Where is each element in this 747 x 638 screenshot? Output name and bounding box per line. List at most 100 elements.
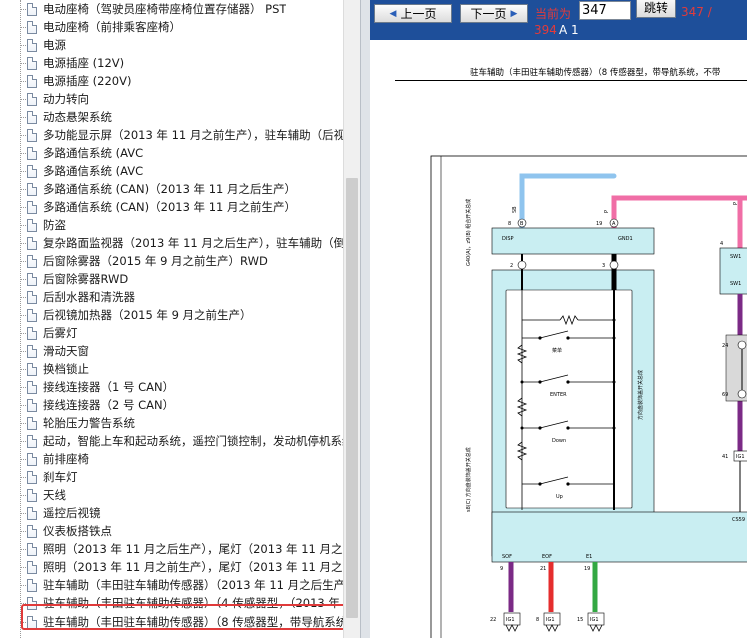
connector-pin-8: 8 — [536, 617, 539, 623]
tree-item-label: 电源插座 (220V) — [43, 74, 132, 88]
page-number-input[interactable] — [579, 1, 631, 20]
tree-connector — [20, 98, 26, 100]
next-page-label: 下一页 — [470, 7, 507, 21]
tree-item[interactable]: 复杂路面监视器（2013 年 11 月之后生产），驻车辅助（倒车 — [20, 234, 343, 252]
document-icon — [27, 362, 37, 376]
tree-item[interactable]: 多路通信系统 (CAN)（2013 年 11 月之后生产） — [20, 180, 343, 198]
tree-item-label: 多路通信系统 (AVC — [43, 146, 144, 160]
tree-connector — [20, 206, 26, 208]
document-icon — [27, 200, 37, 214]
tree-item[interactable]: 换档锁止 — [20, 360, 343, 378]
current-page-label: 当前为 — [535, 7, 572, 21]
tree-connector — [20, 278, 26, 280]
right-pin-24: 24 — [722, 343, 728, 349]
tree-item[interactable]: 驻车辅助（丰田驻车辅助传感器）（4 传感器型，（2013 年 11 — [20, 594, 343, 612]
tree-item[interactable]: 后窗除雾器（2015 年 9 月之前生产）RWD — [20, 252, 343, 270]
page-toolbar: ◀ 上一页 下一页 ▶ 当前为 跳转 347 / 394 A 1 — [370, 0, 747, 40]
document-icon — [27, 326, 37, 340]
tree-item[interactable]: 电源插座 (12V) — [20, 54, 343, 72]
tree-item-label: 后视镜加热器（2015 年 9 月之前生产） — [43, 308, 252, 322]
tree-item[interactable]: 起动，智能上车和起动系统，遥控门锁控制，发动机停机系统，多 — [20, 432, 343, 450]
document-icon — [27, 506, 37, 520]
pin-19-number: 19 — [596, 221, 602, 227]
tree-item[interactable]: 驻车辅助（丰田驻车辅助传感器）（8 传感器型，带导航系统， — [20, 613, 343, 631]
document-icon — [27, 272, 37, 286]
scrollbar-thumb[interactable] — [346, 178, 358, 618]
tree-item[interactable]: 天线 — [20, 486, 343, 504]
tree-item[interactable]: 多路通信系统 (AVC — [20, 162, 343, 180]
document-icon — [27, 38, 37, 52]
right-label-sw1a: SW1 — [730, 254, 741, 260]
switch-label-menu: 菜单 — [552, 347, 562, 354]
tree-item[interactable]: 多路通信系统 (CAN)（2013 年 11 月之前生产） — [20, 198, 343, 216]
document-icon — [27, 398, 37, 412]
connector-label-1: IG1 — [506, 617, 515, 623]
tree-item-label: 接线连接器（2 号 CAN） — [43, 398, 175, 412]
tree-item[interactable]: 后雾灯 — [20, 324, 343, 342]
document-icon — [27, 92, 37, 106]
document-icon — [27, 164, 37, 178]
document-title: 驻车辅助（丰田驻车辅助传感器）（8 传感器型，带导航系统，不带 — [470, 68, 721, 78]
tree-connector — [20, 332, 26, 334]
tree-item[interactable]: 轮胎压力警告系统 — [20, 414, 343, 432]
document-icon — [27, 218, 37, 232]
tree-item[interactable]: 照明（2013 年 11 月之后生产），尾灯（2013 年 11 月之后 — [20, 540, 343, 558]
connector-pin-15: 15 — [577, 617, 583, 623]
tree-scrollbar[interactable] — [343, 0, 360, 638]
wire-label-p: P — [604, 210, 610, 213]
tree-connector — [20, 26, 26, 28]
tree-connector — [20, 170, 26, 172]
tree-item[interactable]: 滑动天窗 — [20, 342, 343, 360]
tree-item-label: 后雾灯 — [43, 326, 78, 340]
tree-item[interactable]: 前排座椅 — [20, 450, 343, 468]
jump-button[interactable]: 跳转 — [636, 0, 676, 18]
connector-label-3: IG1 — [590, 617, 599, 623]
tree-item[interactable]: 遥控后视镜 — [20, 504, 343, 522]
right-pin-41: 41 — [722, 454, 728, 460]
document-icon — [27, 2, 37, 16]
tree-item[interactable]: 后刮水器和清洗器 — [20, 288, 343, 306]
unit-pin-disp: DISP — [502, 236, 514, 242]
pin-8-number: 8 — [508, 221, 511, 227]
prev-page-button[interactable]: ◀ 上一页 — [374, 4, 452, 23]
tree-item[interactable]: 多功能显示屏（2013 年 11 月之前生产），驻车辅助（后视摄 — [20, 126, 343, 144]
document-icon — [27, 110, 37, 124]
tree-item[interactable]: 动态悬架系统 — [20, 108, 343, 126]
tree-connector — [20, 62, 26, 64]
tree-item[interactable]: 多路通信系统 (AVC — [20, 144, 343, 162]
document-icon — [27, 452, 37, 466]
tree-item-label: 防盗 — [43, 218, 66, 232]
tree-item[interactable]: 后窗除雾器RWD — [20, 270, 343, 288]
tree-item[interactable]: 驻车辅助（丰田驻车辅助传感器）（2013 年 11 月之后生产 — [20, 576, 343, 594]
tree-item[interactable]: 后视镜加热器（2015 年 9 月之前生产） — [20, 306, 343, 324]
tree-item-label: 后窗除雾器RWD — [43, 272, 129, 286]
tree-item[interactable]: 照明（2013 年 11 月之前生产），尾灯（2013 年 11 月之前 — [20, 558, 343, 576]
tree-connector — [20, 584, 26, 586]
tree-item[interactable]: 防盗 — [20, 216, 343, 234]
terminal-pin-19: 19 — [584, 566, 590, 572]
tree-connector — [20, 188, 26, 190]
tree-item-label: 驻车辅助（丰田驻车辅助传感器）（4 传感器型，（2013 年 11 — [43, 596, 343, 610]
tree-item-label: 起动，智能上车和起动系统，遥控门锁控制，发动机停机系统，多 — [43, 434, 343, 448]
tree-item-label: 电源插座 (12V) — [43, 56, 125, 70]
switch-label-down: Down — [552, 438, 566, 444]
document-icon — [27, 578, 37, 592]
tree-item[interactable]: 接线连接器（2 号 CAN） — [20, 396, 343, 414]
tree-connector — [20, 404, 26, 406]
tree-item-label: 仪表板搭铁点 — [43, 524, 112, 538]
tree-item[interactable]: 电源插座 (220V) — [20, 72, 343, 90]
tree-item[interactable]: 电动座椅（前排乘客座椅） — [20, 18, 343, 36]
tree-item[interactable]: 动力转向 — [20, 90, 343, 108]
tree-item[interactable]: 电动座椅（驾驶员座椅带座椅位置存储器） PST — [20, 0, 343, 18]
prev-page-label: 上一页 — [400, 7, 437, 21]
document-icon — [27, 470, 37, 484]
tree-item[interactable]: 电源 — [20, 36, 343, 54]
document-icon — [27, 56, 37, 70]
tree-connector — [20, 602, 26, 604]
tree-item[interactable]: 接线连接器（1 号 CAN） — [20, 378, 343, 396]
panel-splitter[interactable] — [360, 0, 370, 638]
tree-item[interactable]: 刹车灯 — [20, 468, 343, 486]
tree-item[interactable]: 仪表板搭铁点 — [20, 522, 343, 540]
next-page-button[interactable]: 下一页 ▶ — [460, 4, 528, 23]
